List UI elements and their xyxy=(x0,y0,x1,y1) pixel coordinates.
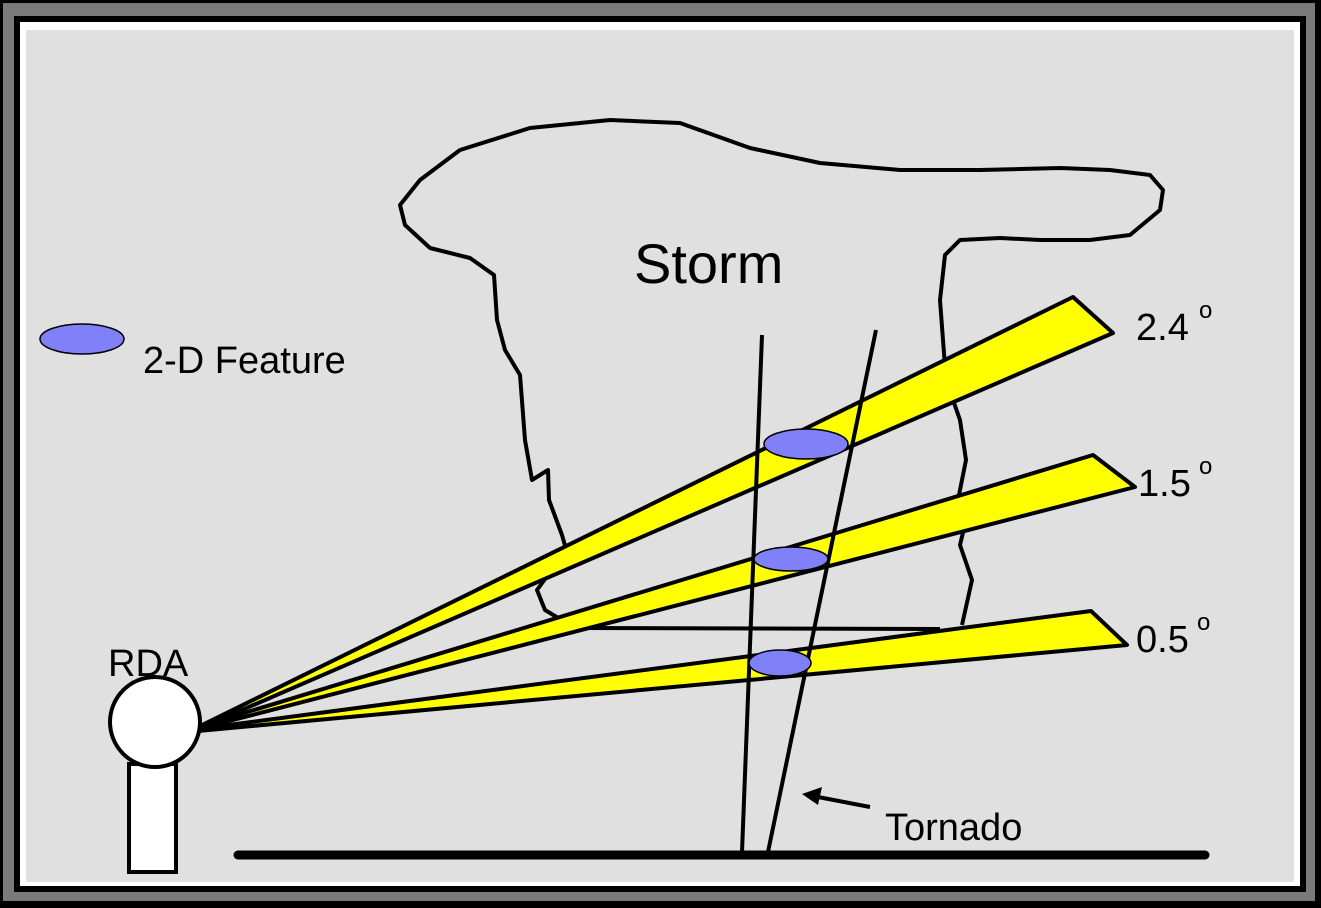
storm-title: Storm xyxy=(634,232,783,295)
feature-2.4 xyxy=(763,428,849,460)
radar-tower xyxy=(127,762,178,874)
diagram-background xyxy=(26,30,1294,882)
beam-degree-1.5: o xyxy=(1199,453,1212,480)
beam-degree-0.5: o xyxy=(1197,609,1210,636)
beam-label-2.4: 2.4 xyxy=(1136,307,1189,349)
radar-dome xyxy=(108,675,202,769)
beam-label-0.5: 0.5 xyxy=(1136,619,1189,661)
feature-0.5 xyxy=(748,649,812,677)
storm-base-line xyxy=(574,626,941,631)
tornado-label: Tornado xyxy=(885,807,1022,849)
feature-1.5 xyxy=(753,546,829,572)
storm-cloud-outline xyxy=(398,118,1165,630)
blue-ellipse-icon xyxy=(39,323,125,355)
legend-label: 2-D Feature xyxy=(143,340,346,382)
tornado-left-edge xyxy=(740,334,764,853)
beam-degree-2.4: o xyxy=(1199,297,1212,324)
radar-label: RDA xyxy=(108,643,189,685)
tornado-right-edge xyxy=(766,329,878,853)
tornado-pointer-line xyxy=(817,795,871,809)
tornado-pointer-arrowhead xyxy=(802,787,822,805)
beam-label-1.5: 1.5 xyxy=(1138,463,1191,505)
